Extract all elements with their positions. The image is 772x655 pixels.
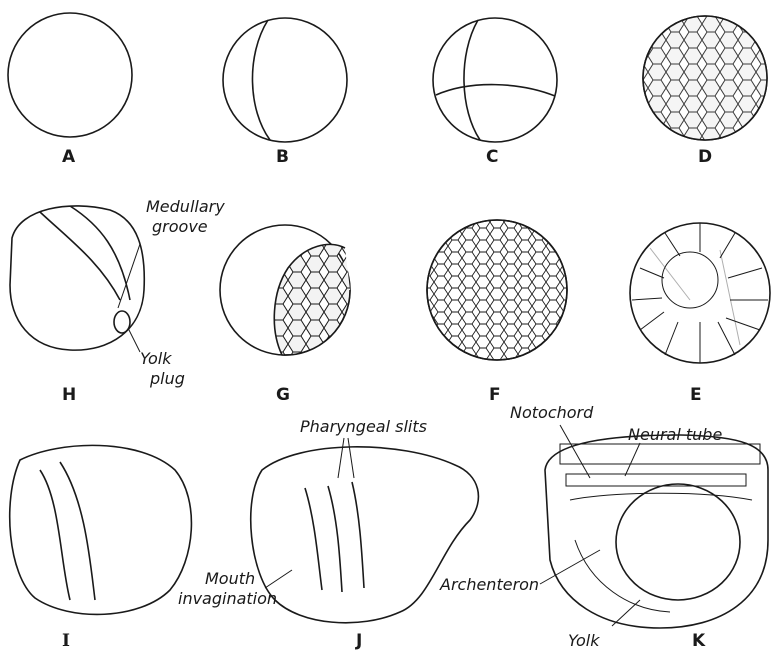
annotation-yolk-plug-1: Yolk xyxy=(140,349,172,368)
label-i: I xyxy=(62,631,70,651)
label-k: K xyxy=(692,631,706,651)
stage-c-four-cell xyxy=(433,18,557,142)
stage-i-neural-fold xyxy=(10,445,192,614)
annotation-yolk-plug-2: plug xyxy=(149,369,185,388)
stage-h-neurula xyxy=(10,206,144,350)
annotation-mouth: Mouth xyxy=(205,569,255,588)
label-b: B xyxy=(276,147,289,167)
label-c: C xyxy=(486,147,498,167)
annotation-invagination: invagination xyxy=(178,589,277,608)
annotation-archenteron: Archenteron xyxy=(439,575,539,594)
annotation-yolk: Yolk xyxy=(568,631,600,650)
stage-k-cross-section xyxy=(545,435,768,628)
stage-b-two-cell xyxy=(223,18,347,142)
stage-a-egg xyxy=(8,13,132,137)
annotation-notochord: Notochord xyxy=(510,403,594,422)
annotation-pharyngeal-slits: Pharyngeal slits xyxy=(300,417,427,436)
annotation-medullary: Medullary xyxy=(146,197,225,216)
stage-d-morula xyxy=(643,16,767,140)
label-e: E xyxy=(690,385,702,405)
stage-e-blastula-section xyxy=(630,223,770,363)
label-f: F xyxy=(489,385,501,405)
label-d: D xyxy=(698,147,712,167)
stage-j-tailbud xyxy=(251,447,479,623)
label-a: A xyxy=(62,147,76,167)
stage-f-blastula xyxy=(427,220,567,360)
annotation-groove: groove xyxy=(152,217,208,236)
label-g: G xyxy=(276,385,290,405)
label-j: J xyxy=(355,631,362,651)
annotation-neural-tube: Neural tube xyxy=(628,425,722,444)
label-h: H xyxy=(62,385,76,405)
stage-g-gastrula xyxy=(220,225,350,355)
